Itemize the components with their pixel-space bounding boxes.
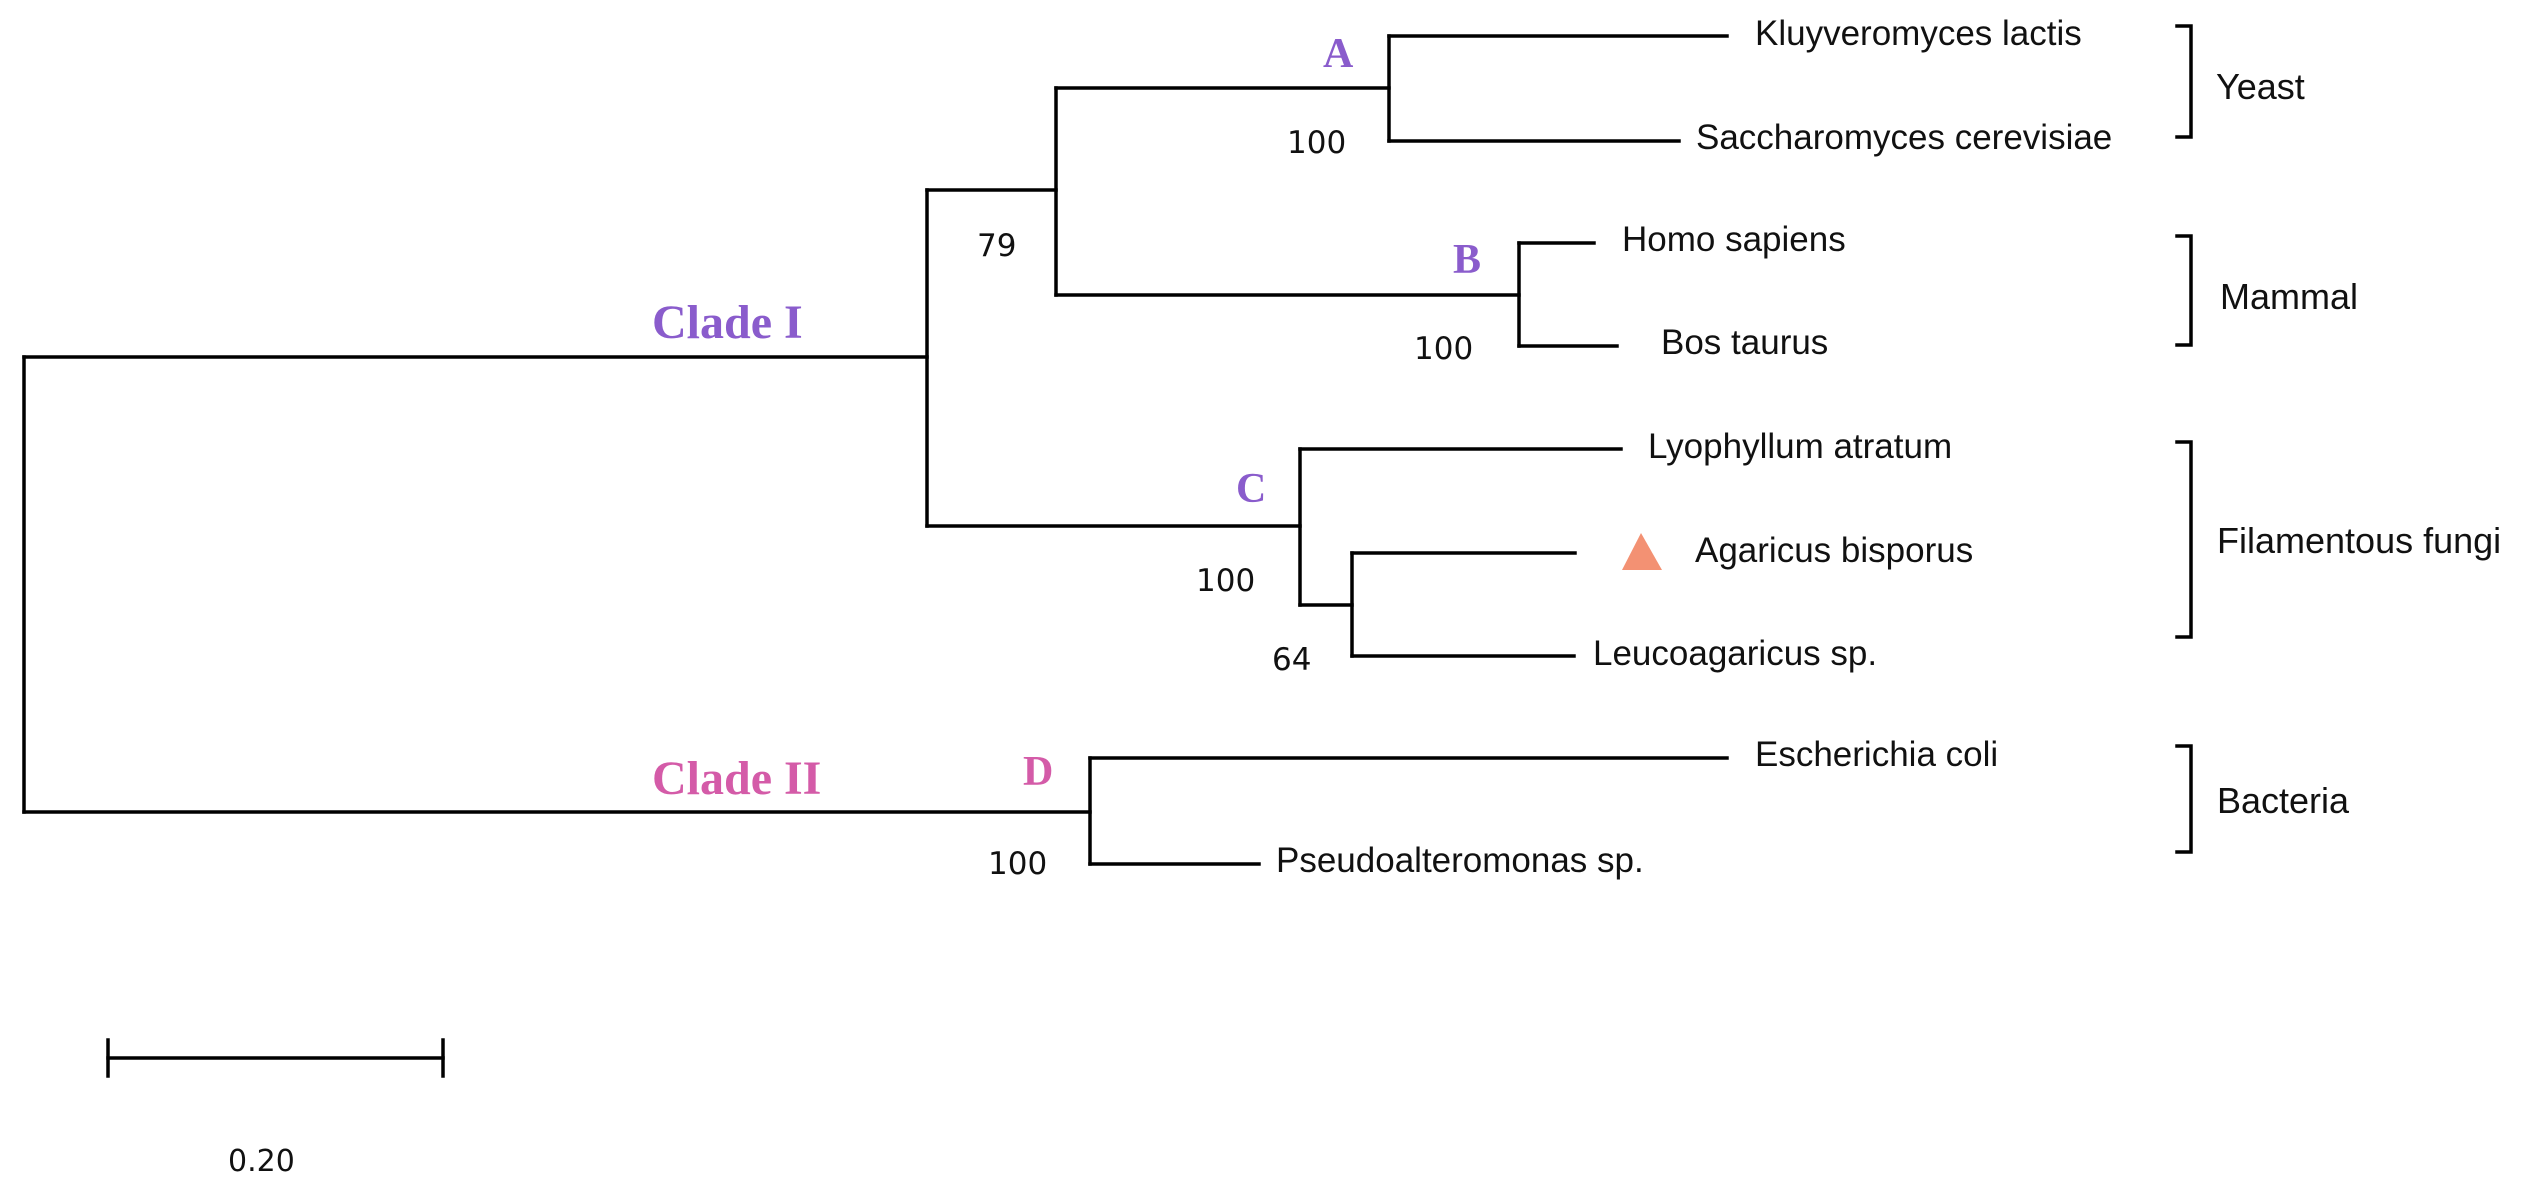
group-label: Bacteria bbox=[2217, 780, 2350, 821]
taxon-label: Saccharomyces cerevisiae bbox=[1696, 118, 2112, 157]
group-labels: Yeast Mammal Filamentous fungi Bacteria bbox=[2216, 66, 2501, 821]
taxon-label: Homo sapiens bbox=[1622, 220, 1846, 259]
support-value: 64 bbox=[1272, 642, 1311, 678]
group-label: Mammal bbox=[2220, 276, 2358, 317]
support-values: 100 79 100 100 64 100 bbox=[977, 125, 1473, 882]
support-value: 100 bbox=[1414, 331, 1473, 367]
clade-i-label: Clade I bbox=[652, 296, 803, 349]
support-value: 100 bbox=[988, 846, 1047, 882]
support-value: 79 bbox=[977, 228, 1016, 264]
group-bracket-bacteria bbox=[2175, 744, 2193, 854]
support-value: 100 bbox=[1287, 125, 1346, 161]
group-brackets bbox=[2175, 24, 2193, 854]
taxon-label: Leucoagaricus sp. bbox=[1593, 634, 1877, 673]
group-bracket-mammal bbox=[2175, 234, 2193, 347]
group-bracket-fungi bbox=[2175, 440, 2193, 639]
taxon-label: Kluyveromyces lactis bbox=[1755, 14, 2082, 53]
node-label-c: C bbox=[1236, 466, 1266, 512]
taxon-label: Escherichia coli bbox=[1755, 735, 1998, 774]
group-label: Filamentous fungi bbox=[2217, 520, 2501, 561]
node-label-b: B bbox=[1453, 237, 1481, 283]
clade-ii-label: Clade II bbox=[652, 752, 821, 805]
triangle-icon bbox=[1622, 533, 1662, 570]
scale-bar: 0.20 bbox=[106, 1038, 445, 1179]
taxon-label: Pseudoalteromonas sp. bbox=[1276, 841, 1644, 880]
tree-branches bbox=[22, 34, 1729, 866]
node-label-a: A bbox=[1323, 31, 1354, 77]
group-bracket-yeast bbox=[2175, 24, 2193, 139]
taxon-label: Lyophyllum atratum bbox=[1648, 427, 1952, 466]
scale-bar-label: 0.20 bbox=[228, 1144, 295, 1179]
taxon-label: Bos taurus bbox=[1661, 323, 1828, 362]
taxon-label: Agaricus bisporus bbox=[1695, 531, 1973, 570]
taxon-labels: Kluyveromyces lactis Saccharomyces cerev… bbox=[1276, 14, 2112, 880]
group-label: Yeast bbox=[2216, 66, 2305, 107]
node-letters: A B C D bbox=[1023, 31, 1481, 795]
node-label-d: D bbox=[1023, 749, 1053, 795]
support-value: 100 bbox=[1196, 563, 1255, 599]
